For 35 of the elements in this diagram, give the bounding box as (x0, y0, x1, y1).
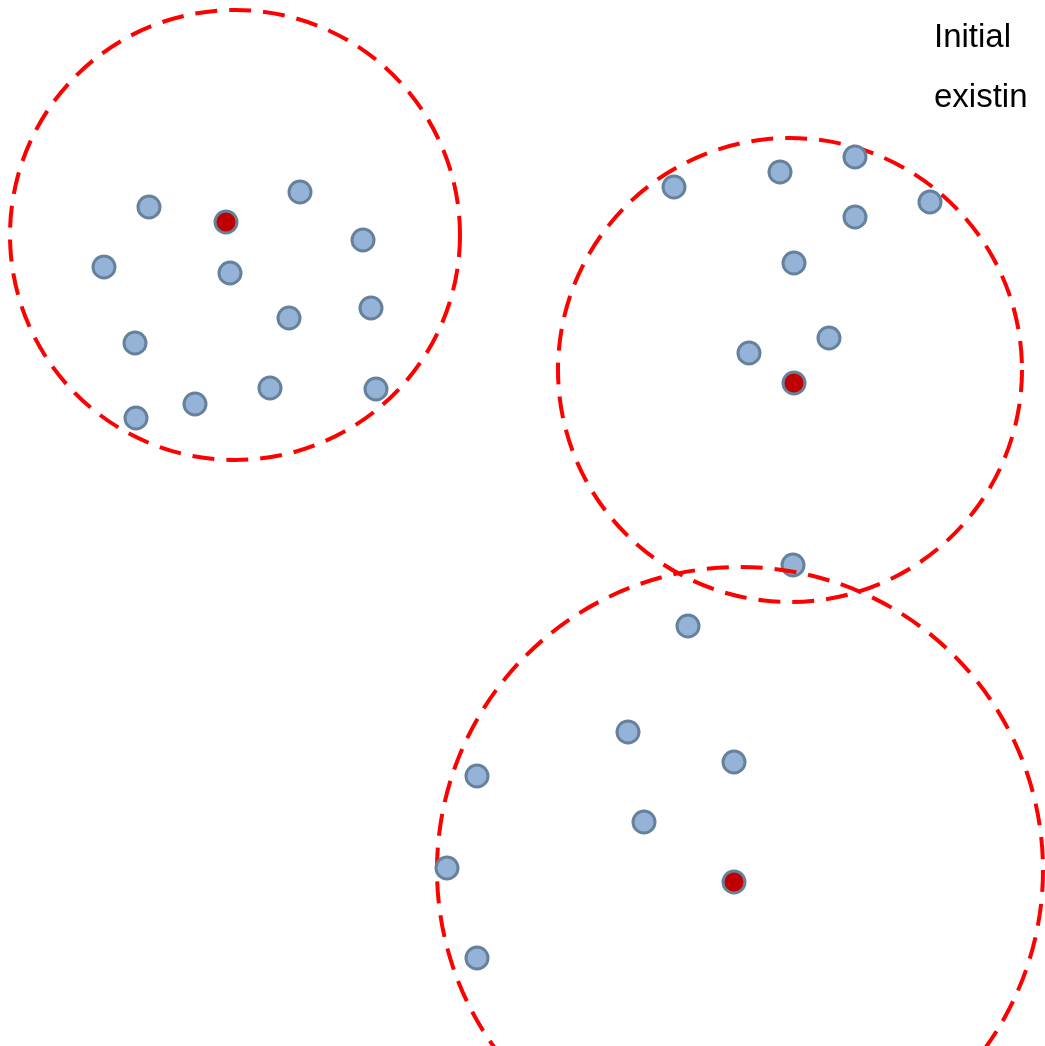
data-point-dot (91, 254, 117, 280)
data-point-dot (217, 260, 243, 286)
dashed-circle (556, 136, 1024, 604)
data-point-dot (781, 250, 807, 276)
dashed-circle (8, 8, 462, 462)
data-point-dot (675, 613, 701, 639)
data-point-dot (363, 376, 389, 402)
data-point-dot (464, 945, 490, 971)
data-point-dot (434, 855, 460, 881)
data-point-dot (182, 391, 208, 417)
data-point-dot (721, 749, 747, 775)
note-text: existin (934, 76, 1028, 116)
data-point-dot (122, 330, 148, 356)
data-point-dot (350, 227, 376, 253)
data-point-dot (736, 340, 762, 366)
data-point-dot (816, 325, 842, 351)
data-point-dot (842, 144, 868, 170)
data-point-dot (257, 375, 283, 401)
data-point-dot (213, 209, 239, 235)
data-point-dot (276, 305, 302, 331)
data-point-dot (123, 405, 149, 431)
data-point-dot (917, 189, 943, 215)
data-point-dot (767, 159, 793, 185)
data-point-dot (136, 194, 162, 220)
data-point-dot (464, 763, 490, 789)
note-text: Initial (934, 16, 1012, 56)
data-point-dot (780, 552, 806, 578)
data-point-dot (358, 295, 384, 321)
data-point-dot (615, 719, 641, 745)
data-point-dot (721, 869, 747, 895)
data-point-dot (631, 809, 657, 835)
data-point-dot (661, 174, 687, 200)
data-point-dot (842, 204, 868, 230)
data-point-dot (287, 179, 313, 205)
data-point-dot (781, 370, 807, 396)
